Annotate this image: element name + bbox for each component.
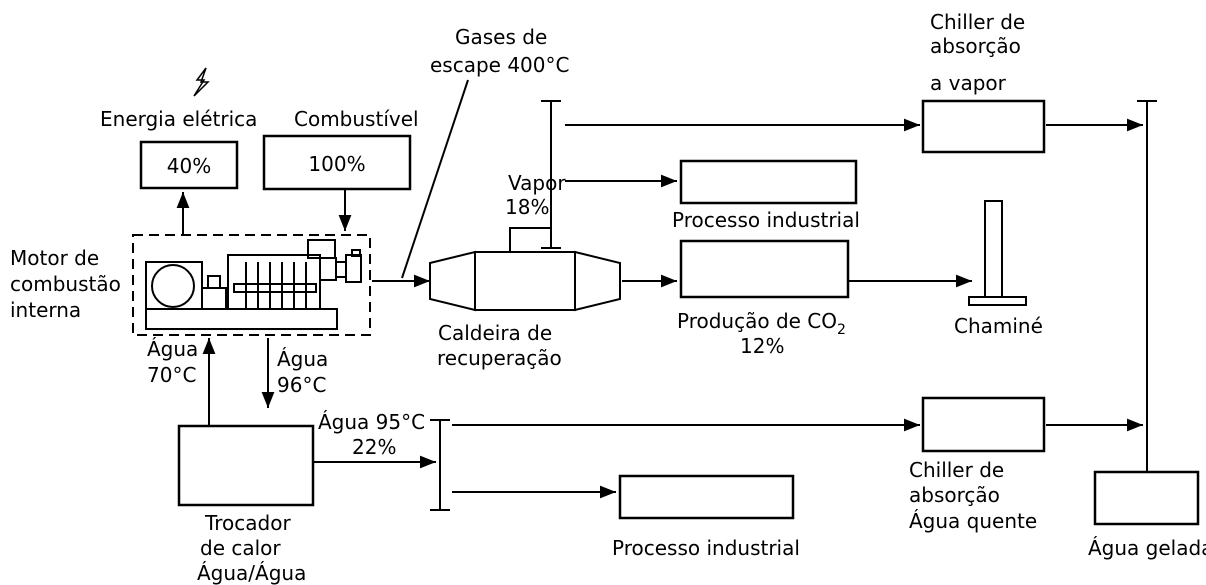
vapor-label-2: 18% xyxy=(505,195,549,219)
vapor-label-1: Vapor xyxy=(508,171,566,195)
chiller-vapor-label-2: absorção xyxy=(930,34,1021,58)
agua-gelada-label: Água gelada xyxy=(1088,536,1206,560)
vapor-line xyxy=(509,227,550,252)
gases-leader xyxy=(401,79,469,279)
lightning-icon xyxy=(193,67,210,97)
co2-label-sub: 2 xyxy=(837,322,846,338)
gases-label-1: Gases de xyxy=(455,25,547,49)
energia-pct: 40% xyxy=(167,154,211,178)
processo2-label: Processo industrial xyxy=(612,536,800,560)
processo2-box xyxy=(618,474,795,520)
trocador-box xyxy=(177,424,315,507)
chiller-quente-label-1: Chiller de xyxy=(909,458,1004,482)
trocador-label-3: Água/Água xyxy=(197,561,306,585)
co2-label: Produção de CO2 xyxy=(677,309,846,338)
caldeira-label-1: Caldeira de xyxy=(438,321,552,345)
agua96-label-2: 96°C xyxy=(277,373,326,397)
processo1-label: Processo industrial xyxy=(672,208,860,232)
chamine-drawing xyxy=(968,200,1027,306)
combustivel-pct: 100% xyxy=(308,152,365,176)
co2-label-main: Produção de CO xyxy=(677,309,837,333)
agua-gelada-box xyxy=(1093,470,1200,526)
agua70-label-1: Água xyxy=(147,337,198,361)
co2-pct: 12% xyxy=(740,334,784,358)
trocador-label-2: de calor xyxy=(200,536,281,560)
energia-box xyxy=(139,140,239,190)
chiller-vapor-box xyxy=(921,99,1046,154)
chiller-quente-label-3: Água quente xyxy=(909,509,1037,533)
motor-label-2: combustão xyxy=(10,272,121,296)
motor-label-3: interna xyxy=(10,298,81,322)
chiller-quente-box xyxy=(921,396,1046,453)
gases-label-2: escape 400°C xyxy=(430,53,569,77)
combustivel-label: Combustível xyxy=(294,107,419,131)
chiller-vapor-label-1: Chiller de xyxy=(930,10,1025,34)
trocador-label-1: Trocador xyxy=(204,511,291,535)
caldeira-label-2: recuperação xyxy=(437,346,562,370)
engine-drawing xyxy=(132,234,371,336)
agua96-label-1: Água xyxy=(277,347,328,371)
agua70-label-2: 70°C xyxy=(147,363,196,387)
caldeira-drawing xyxy=(429,250,621,312)
co2-box xyxy=(679,239,850,299)
motor-label-1: Motor de xyxy=(10,246,99,270)
chiller-vapor-label-3: a vapor xyxy=(930,71,1007,95)
chamine-label: Chaminé xyxy=(954,314,1043,338)
chiller-quente-label-2: absorção xyxy=(909,483,1000,507)
combustivel-box xyxy=(262,134,412,191)
processo1-box xyxy=(679,159,858,205)
agua95-label-1: Água 95°C xyxy=(318,410,425,434)
energia-label: Energia elétrica xyxy=(100,107,257,131)
agua95-label-2: 22% xyxy=(352,435,396,459)
